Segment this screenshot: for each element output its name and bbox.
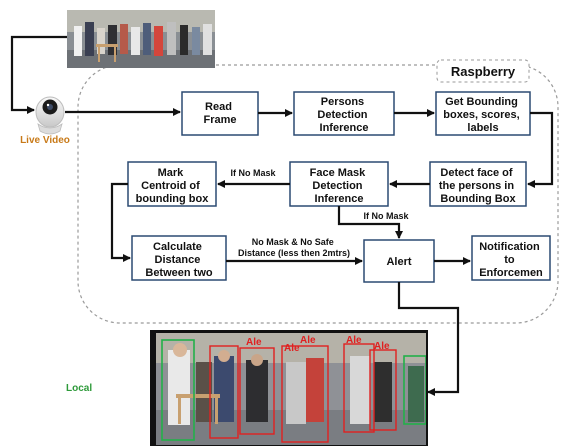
edge-face-mask-to-alert (337, 206, 403, 239)
raspberry-label-box (436, 59, 530, 83)
svg-text:Read Frame: Read Frame (203, 101, 236, 126)
svg-text:Notification to En: Notification to Enforcemen (479, 241, 543, 279)
node-read-frame: Read Frame (181, 91, 259, 136)
edge-centroid-to-distance (110, 182, 131, 262)
edge-alert-to-local (397, 282, 460, 396)
edge-bounding-to-detect-face (527, 111, 554, 188)
live-video-label: Live Video (20, 135, 70, 146)
node-bounding-boxes: Get Bounding boxes, scores, labels (435, 91, 531, 136)
node-calculate-distance: Calculate Distance Between two (131, 235, 227, 281)
node-persons-detection: Persons Detection Inference (293, 91, 395, 136)
local-output-photo: Ale Ale Ale Ale Ale (150, 330, 428, 446)
node-face-mask: Face Mask Detection Inference (289, 161, 389, 207)
node-mark-centroid: Mark Centroid of bounding box (127, 161, 217, 207)
live-video-photo (67, 10, 215, 68)
node-detect-face: Detect face of the persons in Bounding B… (429, 161, 527, 207)
svg-text:Detect face of the perso: Detect face of the persons in Bounding B… (439, 167, 517, 205)
raspberry-region (77, 64, 559, 324)
svg-text:Persons Detection: Persons Detection Inference (317, 96, 370, 134)
svg-text:Get Bounding boxes, scor: Get Bounding boxes, scores, labels (443, 96, 523, 134)
camera-icon (35, 96, 65, 135)
edge-photo-to-camera (10, 35, 67, 114)
edge-label-if-no-mask-left: If No Mask (230, 168, 276, 178)
detection-label: Ale (374, 341, 390, 352)
node-alert: Alert (363, 239, 435, 283)
svg-text:Calculate Distance: Calculate Distance Between two (145, 241, 213, 279)
edge-label-if-no-mask-down: If No Mask (363, 211, 409, 221)
detection-label: Ale (284, 343, 300, 354)
local-label: Local (66, 383, 92, 394)
svg-text:Mark Centroid of b: Mark Centroid of bounding box (136, 167, 210, 205)
detection-label: Ale (300, 335, 316, 346)
svg-text:Alert: Alert (386, 256, 411, 268)
raspberry-label: Raspberry (451, 64, 516, 79)
svg-text:Face Mask Detection: Face Mask Detection Inference (310, 167, 369, 205)
detection-label: Ale (246, 337, 262, 348)
detection-label: Ale (346, 335, 362, 346)
node-notification: Notification to Enforcemen (471, 235, 551, 281)
edge-label-no-mask-no-safe: No Mask & No Safe Distance (less then 2m… (238, 237, 350, 258)
